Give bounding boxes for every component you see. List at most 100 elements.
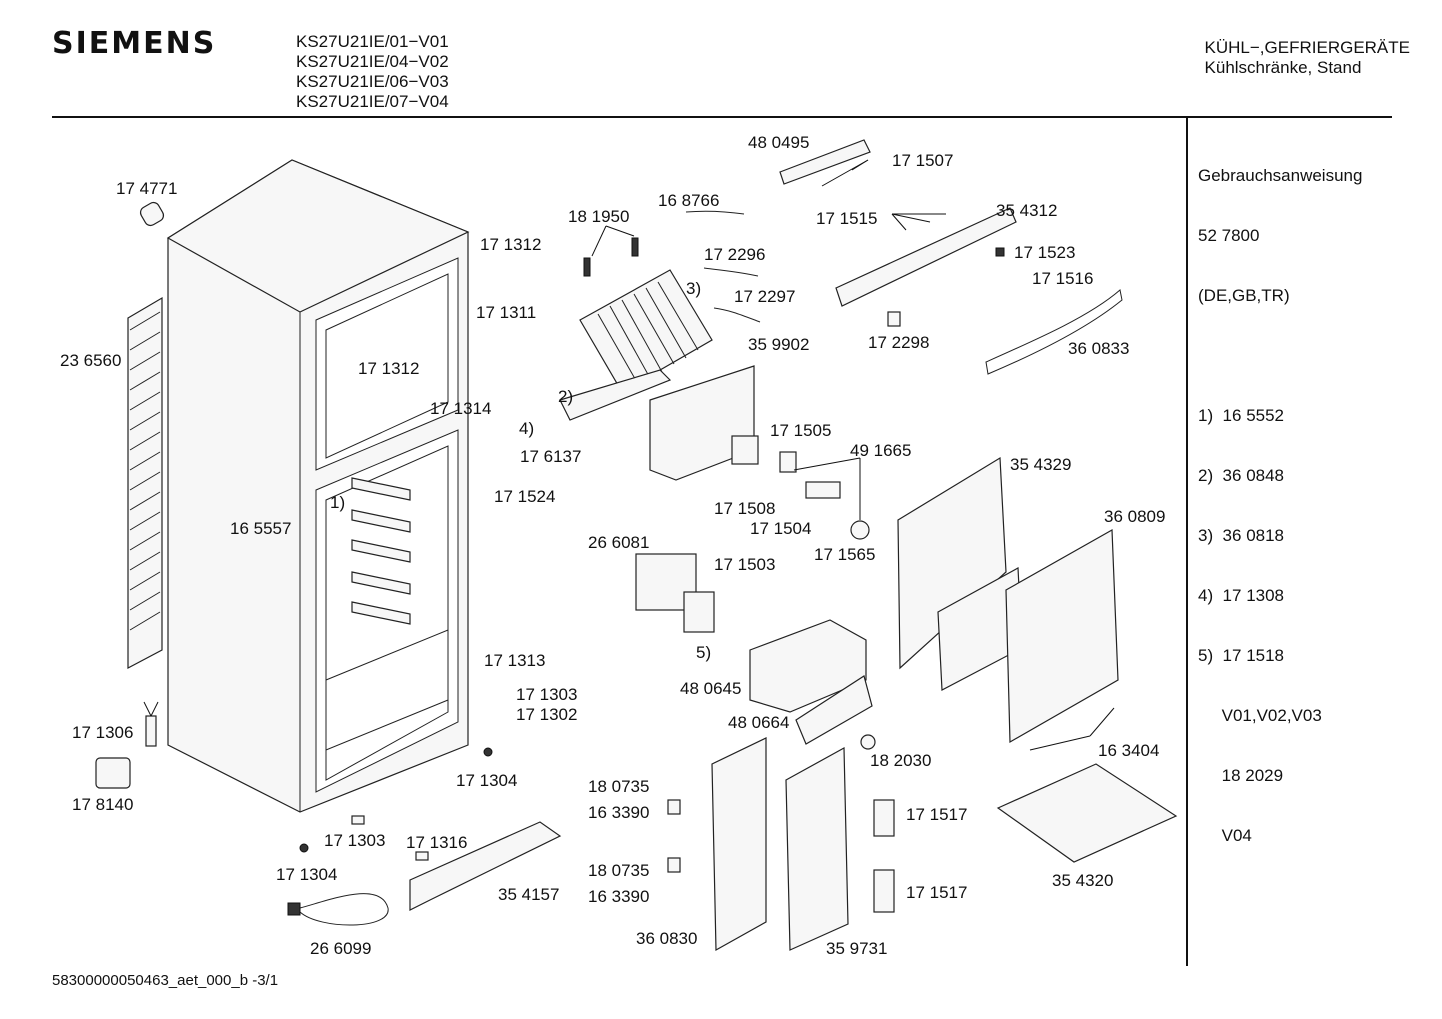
clip-part bbox=[351, 815, 365, 825]
part-label: 18 1950 bbox=[568, 207, 629, 226]
rear-panel-part bbox=[897, 456, 1007, 670]
part-label: 17 1516 bbox=[1032, 269, 1093, 288]
power-cord-part bbox=[299, 893, 389, 926]
wire-part bbox=[713, 307, 761, 323]
model-list: KS27U21IE/01−V01 KS27U21IE/04−V02 KS27U2… bbox=[296, 32, 449, 112]
side-panel: Gebrauchsanweisung 52 7800 (DE,GB,TR) 1)… bbox=[1198, 126, 1362, 866]
part-label: 36 0833 bbox=[1068, 339, 1129, 358]
door-liner-part bbox=[1005, 528, 1119, 744]
part-label: 17 1304 bbox=[456, 771, 517, 790]
product-category: KÜHL−,GEFRIERGERÄTE Kühlschränke, Stand bbox=[1205, 38, 1410, 78]
part-label: 17 1524 bbox=[494, 487, 555, 506]
model-number: KS27U21IE/04−V02 bbox=[296, 52, 449, 71]
evaporator-assembly bbox=[559, 269, 755, 481]
door-shelf-part bbox=[785, 746, 849, 951]
callout-label: 2) bbox=[558, 387, 573, 406]
part-label: 35 9731 bbox=[826, 939, 887, 958]
control-part bbox=[779, 139, 871, 185]
part-label: 16 8766 bbox=[658, 191, 719, 210]
callout-label: 1) bbox=[330, 493, 345, 512]
part-label: 17 1517 bbox=[906, 805, 967, 824]
wire-part bbox=[703, 267, 759, 277]
part-label: 17 1313 bbox=[484, 651, 545, 670]
part-label: 35 4329 bbox=[1010, 455, 1071, 474]
part-label: 17 1565 bbox=[814, 545, 875, 564]
footnote: 5) 17 1518 bbox=[1198, 646, 1285, 665]
part-label: 26 6099 bbox=[310, 939, 371, 958]
switch-part bbox=[995, 247, 1005, 257]
lamp-housing-part bbox=[635, 553, 697, 611]
model-number: KS27U21IE/01−V01 bbox=[296, 32, 449, 51]
part-label: 36 0809 bbox=[1104, 507, 1165, 526]
part-label: 17 2298 bbox=[868, 333, 929, 352]
footnote: 3) 36 0818 bbox=[1198, 526, 1285, 545]
part-label: 17 1503 bbox=[714, 555, 775, 574]
part-label: 17 1312 bbox=[358, 359, 419, 378]
relay-box-part bbox=[95, 757, 131, 789]
footnote: 18 2029 bbox=[1198, 766, 1284, 785]
drain-plug-part bbox=[139, 201, 165, 227]
part-label: 48 0495 bbox=[748, 133, 809, 152]
part-label: 23 6560 bbox=[60, 351, 121, 370]
lamp-part bbox=[683, 591, 715, 633]
control-panel-part bbox=[835, 207, 1017, 307]
part-label: 17 1505 bbox=[770, 421, 831, 440]
part-label: 35 4157 bbox=[498, 885, 559, 904]
category-subtitle: Kühlschränke, Stand bbox=[1204, 58, 1362, 77]
handle-part bbox=[409, 821, 562, 911]
bracket-part bbox=[631, 237, 639, 257]
thermostat-part bbox=[779, 451, 797, 473]
clip-part bbox=[415, 851, 429, 861]
door-shelf-part bbox=[711, 737, 767, 952]
thermostat-part bbox=[805, 481, 841, 499]
part-label: 17 1515 bbox=[816, 209, 877, 228]
header-divider bbox=[52, 116, 1392, 118]
callout-label: 4) bbox=[519, 419, 534, 438]
part-label: 35 4312 bbox=[996, 201, 1057, 220]
manual-number: 52 7800 bbox=[1198, 226, 1260, 245]
clip-part bbox=[667, 857, 681, 873]
part-label: 17 1302 bbox=[516, 705, 577, 724]
manual-languages: (DE,GB,TR) bbox=[1198, 286, 1290, 305]
hinge-part bbox=[873, 799, 895, 837]
part-label: 16 3390 bbox=[588, 887, 649, 906]
part-label: 17 4771 bbox=[116, 179, 177, 198]
condenser-coil bbox=[127, 296, 163, 669]
side-panel-divider bbox=[1186, 118, 1188, 966]
part-label: 17 2296 bbox=[704, 245, 765, 264]
shelf-rails bbox=[351, 477, 411, 625]
thermostat-part bbox=[731, 435, 759, 465]
part-label: 17 2297 bbox=[734, 287, 795, 306]
part-label: 17 1523 bbox=[1014, 243, 1075, 262]
capacitor-part bbox=[145, 715, 157, 747]
part-label: 26 6081 bbox=[588, 533, 649, 552]
clip-part bbox=[667, 799, 681, 815]
crisper-cover-part bbox=[996, 763, 1178, 863]
leader-lines bbox=[591, 159, 1115, 751]
part-label: 35 4320 bbox=[1052, 871, 1113, 890]
footnote: 2) 36 0848 bbox=[1198, 466, 1285, 485]
part-label: 17 1303 bbox=[516, 685, 577, 704]
footnote: V04 bbox=[1198, 826, 1252, 845]
part-label: 17 1303 bbox=[324, 831, 385, 850]
footnote: 4) 17 1308 bbox=[1198, 586, 1285, 605]
part-label: 17 1312 bbox=[480, 235, 541, 254]
knob-part bbox=[860, 734, 876, 750]
callout-label: 3) bbox=[686, 279, 701, 298]
part-label: 49 1665 bbox=[850, 441, 911, 460]
document-id: 58300000050463_aet_000_b -3/1 bbox=[52, 972, 279, 989]
fan-part bbox=[850, 520, 870, 540]
category-title: KÜHL−,GEFRIERGERÄTE bbox=[1204, 38, 1410, 57]
model-number: KS27U21IE/07−V04 bbox=[296, 92, 449, 111]
part-label: 17 8140 bbox=[72, 795, 133, 814]
part-label: 17 1306 bbox=[72, 723, 133, 742]
plug-part bbox=[287, 902, 301, 916]
fridge-cabinet-drawing bbox=[166, 159, 470, 813]
part-label: 48 0645 bbox=[680, 679, 741, 698]
manual-title: Gebrauchsanweisung bbox=[1198, 166, 1363, 185]
part-label: 48 0664 bbox=[728, 713, 789, 732]
part-label: 16 3404 bbox=[1098, 741, 1159, 760]
part-label: 18 2030 bbox=[870, 751, 931, 770]
part-label: 35 9902 bbox=[748, 335, 809, 354]
